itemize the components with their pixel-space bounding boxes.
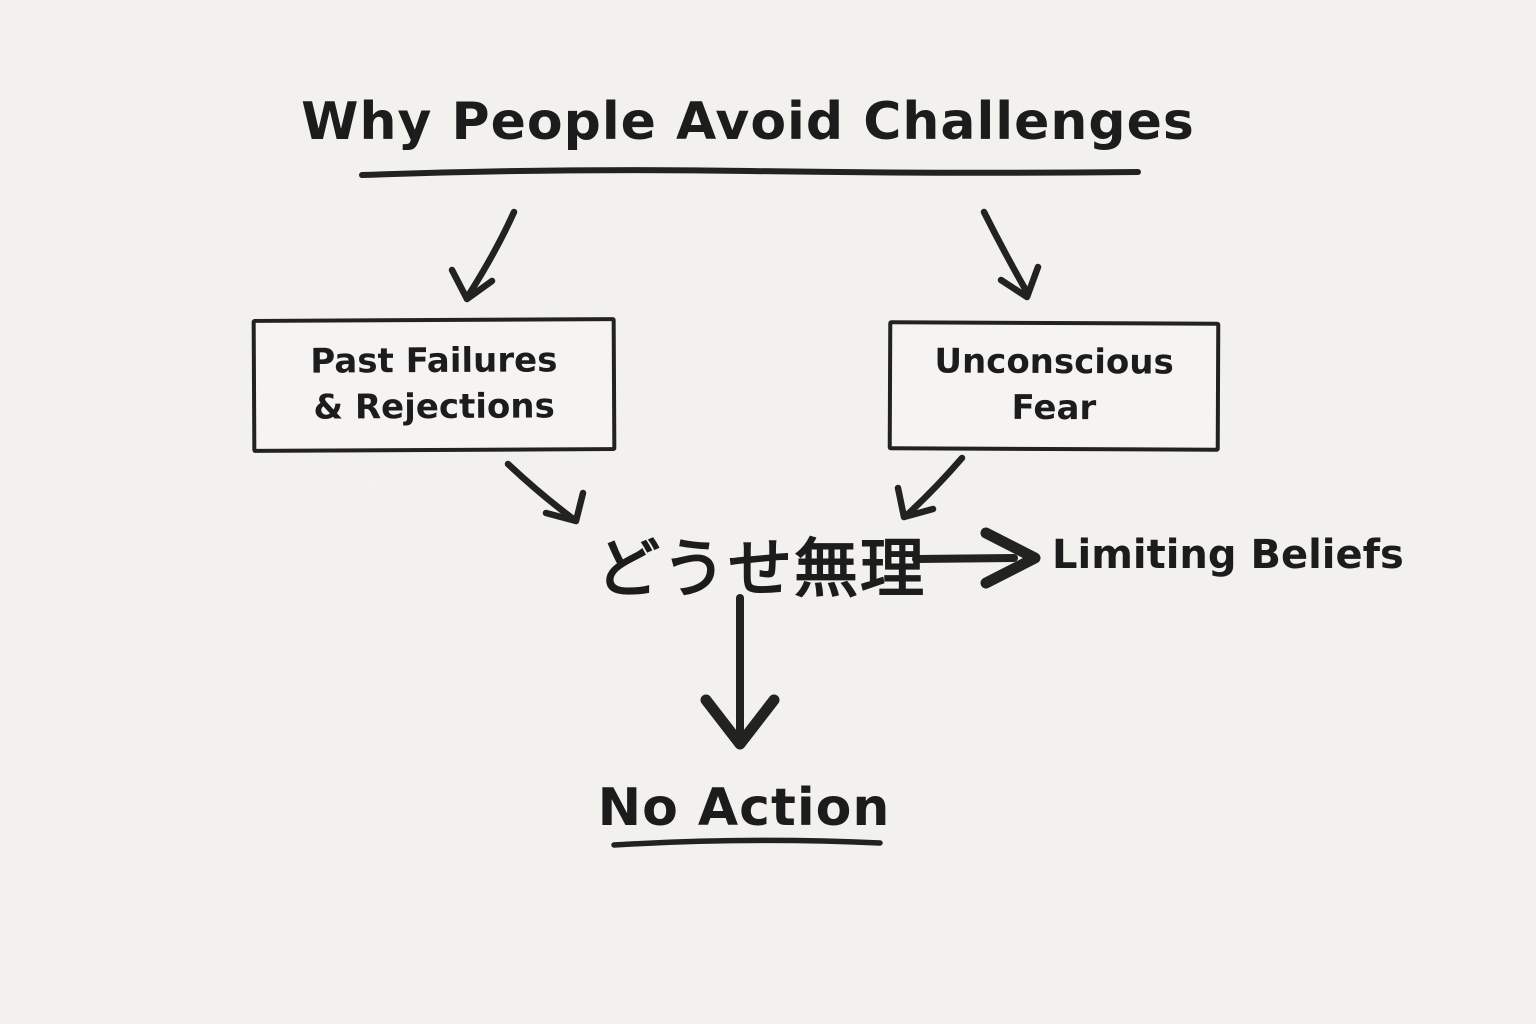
title-underline: [359, 167, 1141, 178]
arrow-title-to-unconscious-fear: [980, 208, 1042, 301]
node-past-failures: Past Failures & Rejections: [251, 317, 617, 453]
no-action-underline: [611, 837, 883, 848]
arrow-title-to-past-failures: [448, 208, 518, 303]
node-no-action: No Action: [597, 778, 891, 838]
node-unconscious-fear-line1: Unconscious: [934, 341, 1174, 383]
node-unconscious-fear: Unconscious Fear: [887, 320, 1221, 452]
node-limiting-beliefs: Limiting Beliefs: [1052, 532, 1404, 578]
arrow-past-failures-to-core-belief: [504, 460, 587, 525]
node-past-failures-line1: Past Failures: [310, 340, 558, 382]
node-core-belief-japanese: どうせ無理: [596, 533, 926, 607]
arrow-unconscious-fear-to-core-belief: [894, 454, 966, 521]
node-past-failures-line2: & Rejections: [313, 386, 555, 428]
diagram-title: Why People Avoid Challenges: [301, 92, 1195, 152]
arrow-core-belief-to-limiting-beliefs: [912, 527, 1041, 589]
node-unconscious-fear-line2: Fear: [1011, 387, 1097, 429]
arrow-core-belief-to-no-action: [700, 594, 780, 750]
